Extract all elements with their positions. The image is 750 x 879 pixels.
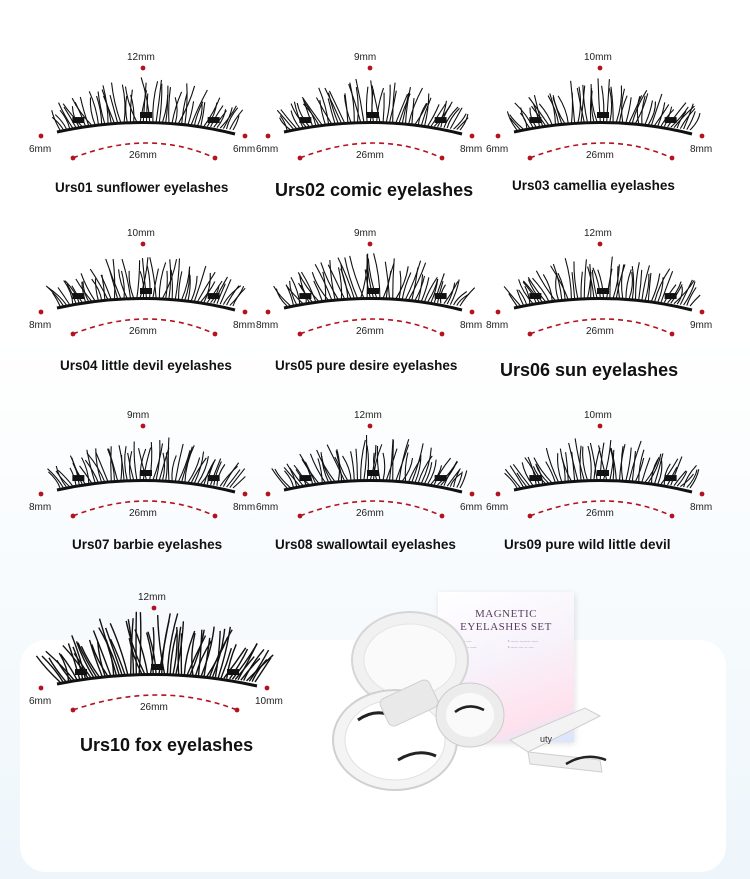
lash-caption-urs04: Urs04 little devil eyelashes [60,358,232,373]
length-left-label: 6mm [486,144,509,155]
length-right-label: 8mm [460,144,483,155]
lash-item-urs10: 12mm 6mm 10mm 26mm [29,592,285,762]
lash-illustration [265,423,475,519]
lash-item-urs02: 9mm 6mm 8mm 26mm [256,52,490,222]
length-left-label: 6mm [29,696,52,707]
lash-illustration [38,423,248,519]
lash-illustration [265,241,476,337]
lash-illustration [38,241,248,337]
length-left-label: 8mm [486,320,509,331]
lash-illustration [35,605,274,713]
width-label: 26mm [586,508,614,519]
lash-item-urs03: 10mm 6mm 8mm 26mm [486,52,720,222]
length-left-label: 8mm [29,320,52,331]
case-text: uty [540,734,553,744]
lash-item-urs08: 12mm 6mm 6mm 26mm [256,410,490,580]
lash-caption-urs01: Urs01 sunflower eyelashes [55,180,229,195]
lash-caption-urs06: Urs06 sun eyelashes [500,360,679,380]
length-right-label: 9mm [690,320,713,331]
lash-item-urs01: 12mm 6mm 6mm 26mm [29,52,263,222]
length-mid-label: 9mm [127,410,150,421]
lash-caption-urs09: Urs09 pure wild little devil [504,537,671,552]
lash-item-urs07: 9mm 8mm 8mm 26mm [29,410,263,580]
lash-illustration [265,65,475,161]
length-right-label: 8mm [233,502,256,513]
length-right-label: 6mm [233,144,256,155]
lash-illustration [38,65,248,161]
width-label: 26mm [129,326,157,337]
width-label: 26mm [140,702,168,713]
lash-caption-urs05: Urs05 pure desire eyelashes [275,358,458,373]
length-left-label: 6mm [256,502,279,513]
length-left-label: 8mm [29,502,52,513]
width-label: 26mm [586,150,614,161]
length-right-label: 8mm [460,320,483,331]
width-label: 26mm [356,508,384,519]
length-left-label: 8mm [256,320,279,331]
length-mid-label: 9mm [354,228,377,239]
lash-item-urs05: 9mm 8mm 8mm 26mm [256,228,490,398]
length-left-label: 6mm [256,144,279,155]
length-left-label: 6mm [29,144,52,155]
lash-item-urs09: 10mm 6mm 8mm 26mm [486,410,720,580]
lash-caption-urs03: Urs03 camellia eyelashes [512,178,675,193]
width-label: 26mm [356,150,384,161]
width-label: 26mm [356,326,384,337]
length-mid-label: 10mm [584,52,612,63]
lash-illustration [495,423,705,519]
width-label: 26mm [129,150,157,161]
length-right-label: 8mm [690,502,713,513]
lash-caption-urs02: Urs02 comic eyelashes [275,180,474,200]
lash-caption-urs10: Urs10 fox eyelashes [80,735,254,755]
length-mid-label: 12mm [127,52,155,63]
length-right-label: 8mm [233,320,256,331]
length-right-label: 6mm [460,502,483,513]
length-mid-label: 12mm [354,410,382,421]
lash-item-urs04: 10mm 8mm 8mm 26mm [29,228,263,398]
length-mid-label: 12mm [138,592,166,603]
width-label: 26mm [586,326,614,337]
lash-illustration [495,241,705,337]
lash-caption-urs07: Urs07 barbie eyelashes [72,537,223,552]
length-mid-label: 9mm [354,52,377,63]
length-mid-label: 10mm [127,228,155,239]
lash-illustration [495,65,705,161]
lash-caption-urs08: Urs08 swallowtail eyelashes [275,537,456,552]
length-right-label: 10mm [255,696,283,707]
package-title-line2: EYELASHES SET [460,621,552,633]
width-label: 26mm [129,508,157,519]
lash-item-urs06: 12mm 8mm 9mm 26mm [486,228,720,398]
package-title-line1: MAGNETIC [474,608,538,620]
length-left-label: 6mm [486,502,509,513]
length-mid-label: 12mm [584,228,612,239]
length-right-label: 8mm [690,144,713,155]
length-mid-label: 10mm [584,410,612,421]
